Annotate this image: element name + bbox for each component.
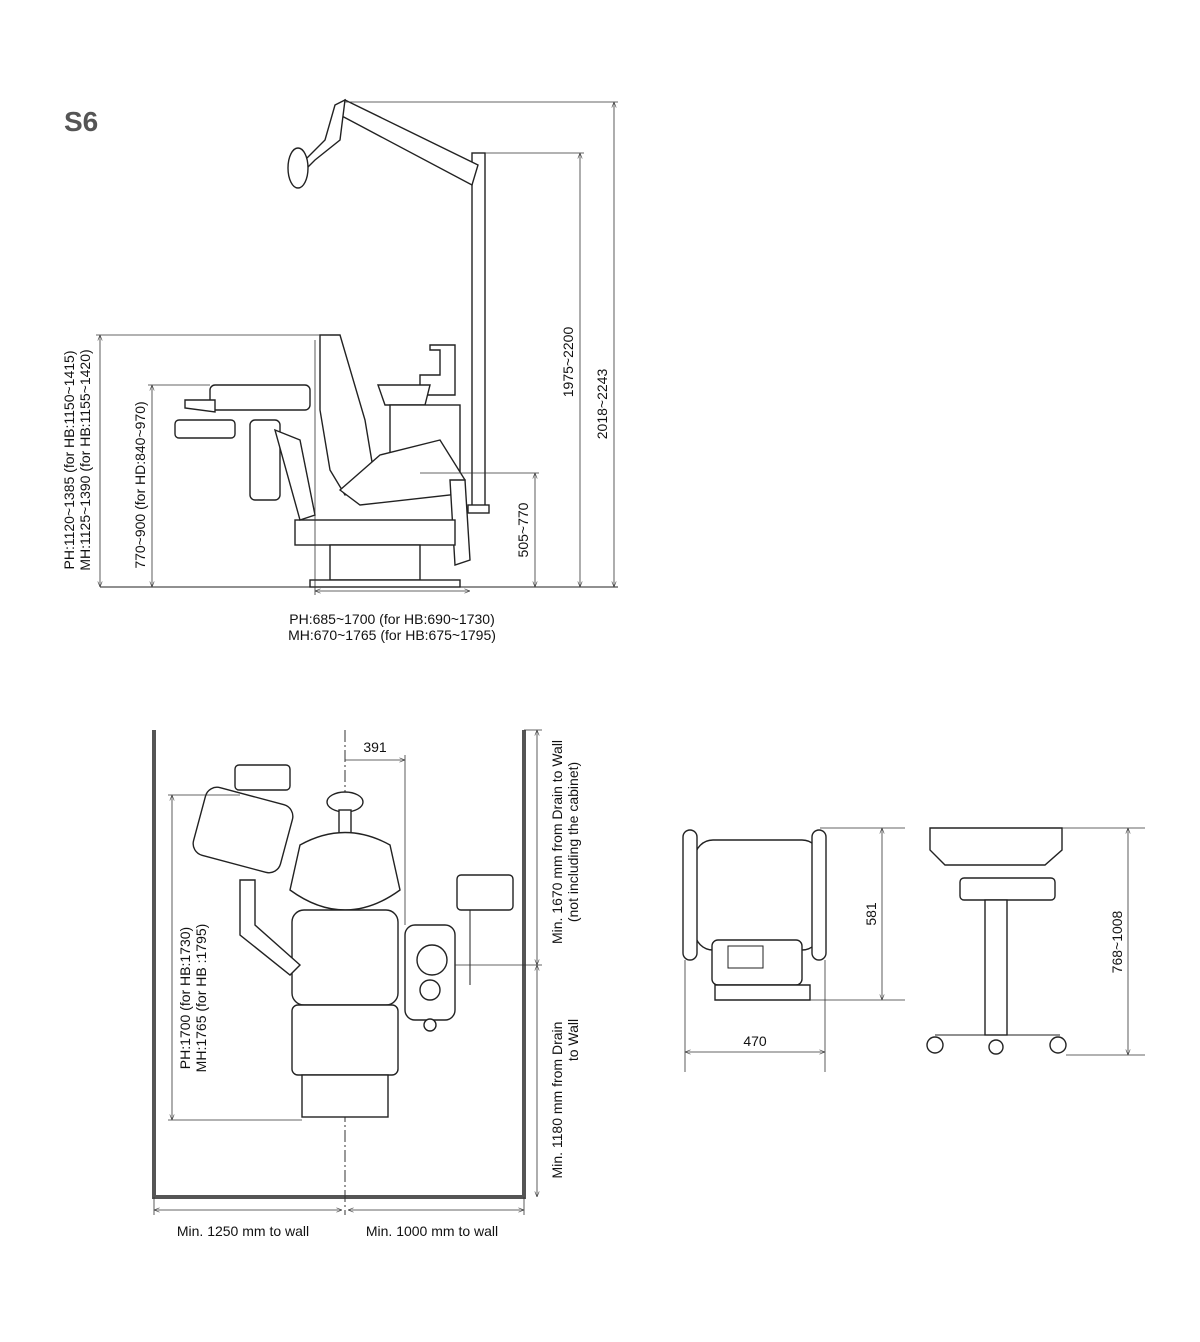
- dim-drain-top-1: Min. 1670 mm from Drain to Wall: [549, 740, 565, 944]
- room-walls: [152, 730, 526, 1199]
- dim-cart-width: 470: [743, 1033, 767, 1049]
- dim-length-mh: MH:670~1765 (for HB:675~1795): [288, 627, 496, 643]
- dim-length-ph: PH:685~1700 (for HB:690~1730): [289, 611, 494, 627]
- dim-headrest-ph: PH:1120~1385 (for HB:1150~1415): [61, 351, 77, 570]
- cart-column: [984, 899, 1008, 1036]
- dim-seat-height: 505~770: [515, 502, 531, 557]
- doctor-tray: [192, 786, 294, 874]
- dim-right-wall: Min. 1000 mm to wall: [366, 1223, 498, 1239]
- operating-light: [287, 147, 309, 189]
- chair-seat-plan: [291, 909, 399, 1006]
- dim-drain-top-2: (not including the cabinet): [565, 762, 581, 922]
- cart-tray: [694, 839, 821, 951]
- dim-tray-height: 770~900 (for HD:840~970): [132, 401, 148, 568]
- chair-base: [294, 519, 456, 546]
- light-arm: [339, 99, 479, 187]
- light-pole: [471, 152, 486, 511]
- leg-rest: [301, 1074, 389, 1118]
- cart-holder: [959, 877, 1056, 901]
- dim-left-wall: Min. 1250 mm to wall: [177, 1223, 309, 1239]
- tray-arm: [239, 879, 302, 976]
- dim-drain-bottom-2: to Wall: [565, 1019, 581, 1061]
- floor-plan: 391 PH:1700 (for HB:1730) MH:1765 (for H…: [152, 729, 581, 1239]
- cart-control-panel: [711, 939, 803, 986]
- backrest-top: [289, 831, 401, 911]
- dim-offset: 391: [363, 739, 387, 755]
- caster-icon: [926, 1036, 944, 1054]
- dim-plan-length-ph: PH:1700 (for HB:1730): [177, 927, 193, 1069]
- doctor-table: [209, 384, 311, 411]
- delivery-arm: [249, 419, 281, 501]
- cart-top: [929, 827, 1063, 866]
- headrest: [326, 791, 364, 813]
- cart-front-view: 470 581: [682, 827, 905, 1072]
- side-view: 2018~2243 1975~2200 505~770 770~900 (for…: [61, 98, 618, 643]
- dim-total-height: 2018~2243: [594, 369, 610, 440]
- dim-cart-depth: 581: [863, 902, 879, 926]
- dim-cart-height: 768~1008: [1109, 910, 1125, 973]
- dim-pole-height: 1975~2200: [560, 327, 576, 398]
- dim-headrest-mh: MH:1125~1390 (for HB:1155~1420): [77, 349, 93, 570]
- dim-drain-bottom-1: Min. 1180 mm from Drain: [549, 1022, 565, 1179]
- model-title: S6: [64, 106, 98, 137]
- dim-plan-length-mh: MH:1765 (for HB :1795): [193, 924, 209, 1073]
- spittoon: [419, 344, 456, 396]
- cart-side-view: 768~1008: [926, 827, 1145, 1056]
- instrument-holder: [174, 419, 236, 439]
- assistant-holder: [456, 874, 514, 911]
